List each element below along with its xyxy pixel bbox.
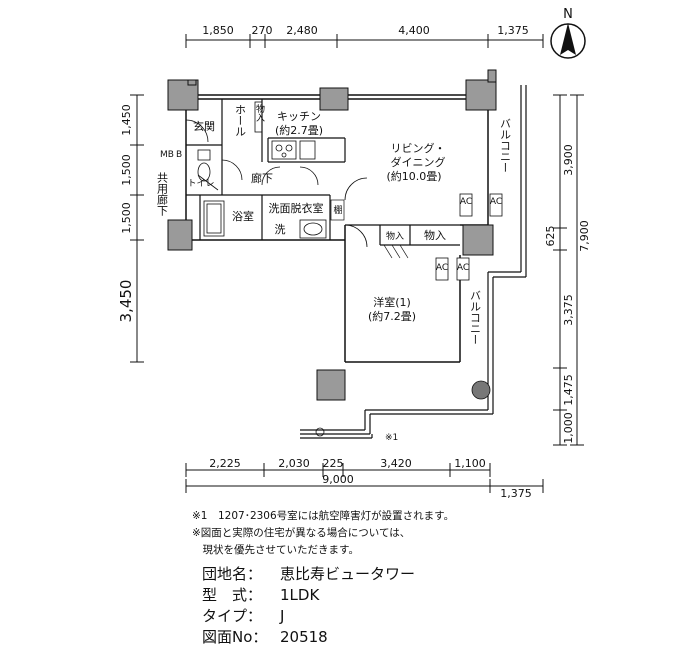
room-corridor: 廊下 [251,171,273,185]
room-washroom: 洗面脱衣室 [269,201,324,215]
bottom-dim-3: 225 [323,457,344,470]
room-entrance: 玄関 [193,119,215,133]
note-line-2: ※図面と実際の住宅が異なる場合については、 [192,527,411,539]
room-balcony-lower: バルコニー [469,290,482,345]
left-dim-3: 1,500 [120,202,133,234]
info-no-label: 図面No： [202,628,268,646]
bottom-dim-total: 9,000 [322,473,354,486]
left-dim-1: 1,450 [120,104,133,136]
room-western-size: (約7.2畳) [368,309,416,323]
top-dim-4: 4,400 [398,24,430,37]
left-dim-4: 3,450 [117,280,135,323]
room-ldk-size: (約10.0畳) [386,169,441,183]
info-type-label: 型 式： [202,586,263,604]
bottom-dim-1: 2,225 [209,457,241,470]
room-bath: 浴室 [232,209,254,223]
b-label: B [176,150,182,160]
room-ldk-line2: ダイニング [391,155,446,169]
interior-partitions [186,99,460,246]
washer-label: 洗 [275,223,286,236]
info-kind-value: J [280,607,285,625]
door-swings [185,119,368,248]
left-dim-2: 1,500 [120,154,133,186]
info-type-value: 1LDK [280,586,320,604]
ac-markers [435,193,503,281]
info-block: 団地名： 恵比寿ビュータワー 型 式： 1LDK タイプ： J 図面No： 20518 [202,564,415,648]
top-dim-2: 270 [252,24,273,37]
shelf-label: 棚 [333,204,342,216]
fixtures [197,101,491,437]
info-name-value: 恵比寿ビュータワー [280,565,416,583]
storage-label-1: 物入 [254,103,265,122]
info-row-kind: タイプ： J [202,606,415,627]
left-dimension-line [130,94,144,363]
storage-label-3: 物入 [424,228,446,242]
ac-label-2: AC [490,197,502,207]
bottom-dim-5: 1,100 [454,457,486,470]
mark-note: ※1 [385,433,398,443]
storage-label-2: 物入 [386,230,404,242]
room-kitchen-size: (約2.7畳) [275,123,323,137]
room-western: 洋室(1) [373,295,411,309]
shelf-marks [330,199,409,259]
ac-label-4: AC [457,263,469,273]
room-kitchen: キッチン [277,110,321,123]
top-dim-3: 2,480 [286,24,318,37]
top-dimension-line [185,34,544,48]
info-row-name: 団地名： 恵比寿ビュータワー [202,564,415,585]
right-dim-6: 1,000 [562,412,575,444]
mb-label: MB [160,150,174,160]
room-balcony-top: バルコニー [499,118,512,173]
info-kind-label: タイプ： [202,607,263,625]
balcony-outline [300,85,527,439]
info-row-no: 図面No： 20518 [202,627,415,648]
right-dim-4: 3,375 [562,294,575,326]
info-row-type: 型 式： 1LDK [202,585,415,606]
bottom-dim-balcony: 1,375 [500,487,532,500]
right-dim-3: 7,900 [578,220,591,252]
ac-label-1: AC [460,197,472,207]
note-line-1: ※1 1207･2306号室には航空障害灯が設置されます。 [192,510,455,522]
top-dim-5: 1,375 [497,24,529,37]
ac-label-3: AC [436,263,448,273]
structural-columns [167,69,497,401]
compass-label: N [563,7,573,22]
info-name-label: 団地名： [202,565,263,583]
info-no-value: 20518 [280,628,328,646]
room-ldk-line1: リビング・ [391,141,446,155]
top-dim-1: 1,850 [202,24,234,37]
north-compass: N [550,7,586,59]
note-line-3: 現状を優先させていただきます。 [192,544,359,556]
notes-block: ※1 1207･2306号室には航空障害灯が設置されます。 ※図面と実際の住宅が… [192,508,454,559]
bottom-dim-4: 3,420 [380,457,412,470]
right-dim-2: 625 [544,226,557,247]
right-dimension-line [553,94,584,446]
right-dim-5: 1,475 [562,374,575,406]
bottom-dim-2: 2,030 [278,457,310,470]
bottom-dimension-line [185,463,544,493]
room-hall: ホール [234,104,247,137]
room-common-corridor: 共用廊下 [156,172,169,217]
right-dim-1: 3,900 [562,144,575,176]
room-toilet: トイレ [187,179,214,189]
